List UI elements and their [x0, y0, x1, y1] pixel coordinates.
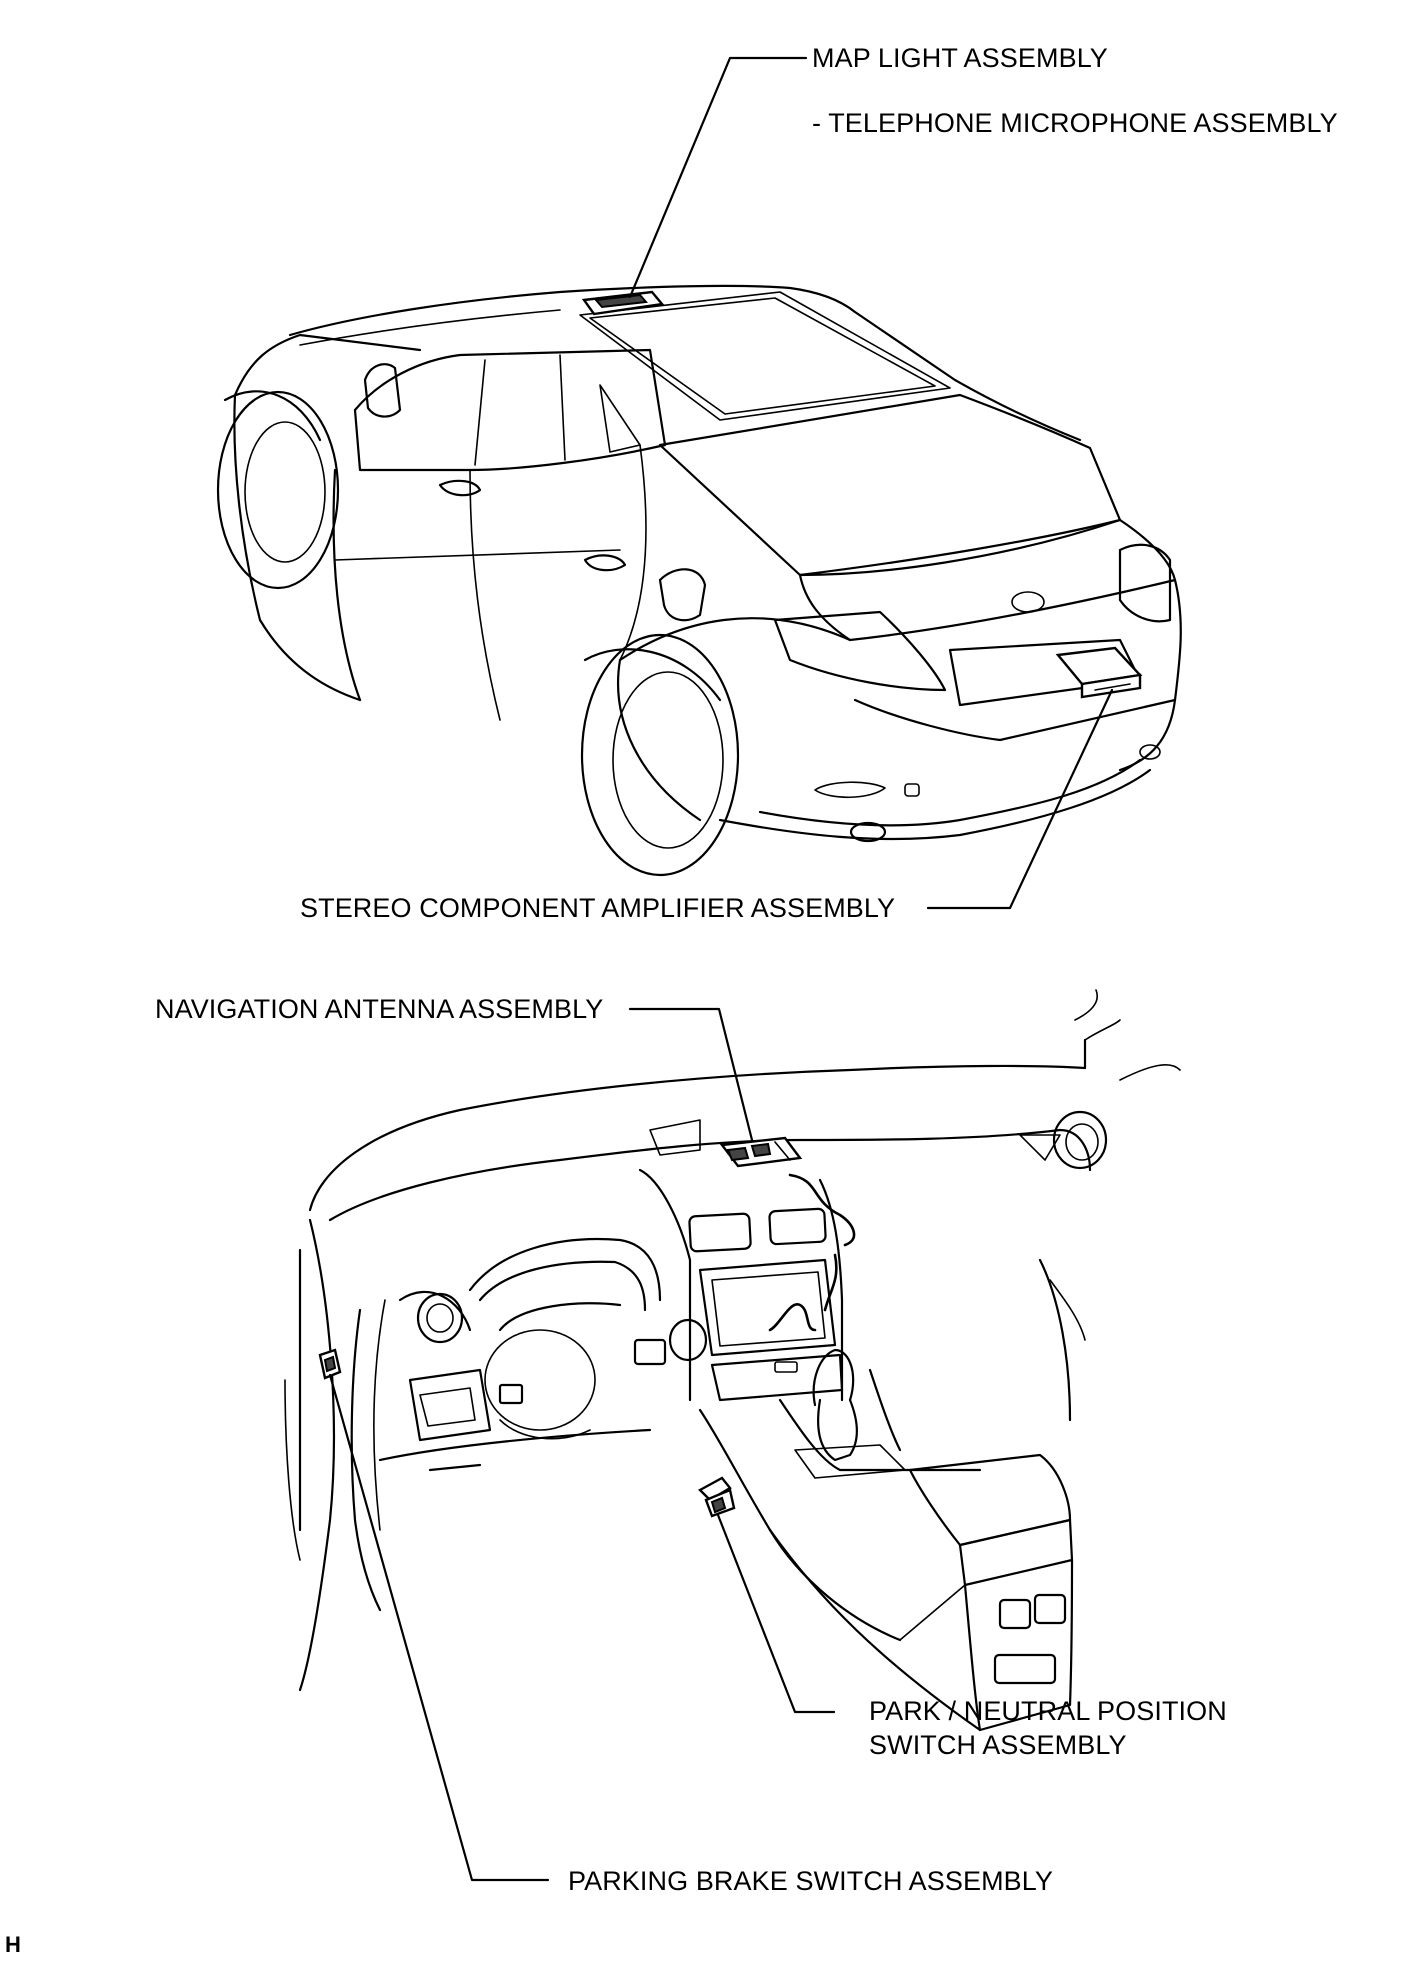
leader-line-park-neutral	[716, 1513, 836, 1714]
leader-line-stereo-amp	[926, 688, 1114, 910]
park-neutral-switch-part	[698, 1476, 736, 1518]
label-map-light: MAP LIGHT ASSEMBLY	[812, 43, 1108, 73]
stereo-amplifier-part	[1055, 646, 1143, 699]
dashboard-drawing	[284, 989, 1181, 1732]
label-parking-brake: PARKING BRAKE SWITCH ASSEMBLY	[568, 1866, 1054, 1896]
label-park-neutral-line1: PARK / NEUTRAL POSITION	[869, 1696, 1227, 1726]
leader-line-nav-antenna	[628, 1007, 754, 1142]
leader-line-map-light	[628, 56, 808, 299]
corner-mark: H	[5, 1932, 21, 1957]
leader-lines	[328, 56, 1114, 1882]
label-park-neutral-line2: SWITCH ASSEMBLY	[869, 1730, 1127, 1760]
map-light-part	[581, 290, 665, 316]
car-body-drawing	[216, 284, 1182, 877]
label-telephone-microphone: - TELEPHONE MICROPHONE ASSEMBLY	[812, 108, 1338, 138]
leader-line-parking-brake	[328, 1373, 550, 1882]
parking-brake-switch-part	[318, 1348, 342, 1380]
label-navigation-antenna: NAVIGATION ANTENNA ASSEMBLY	[155, 994, 604, 1024]
navigation-antenna-part	[719, 1136, 803, 1168]
label-stereo-amplifier: STEREO COMPONENT AMPLIFIER ASSEMBLY	[300, 893, 896, 923]
